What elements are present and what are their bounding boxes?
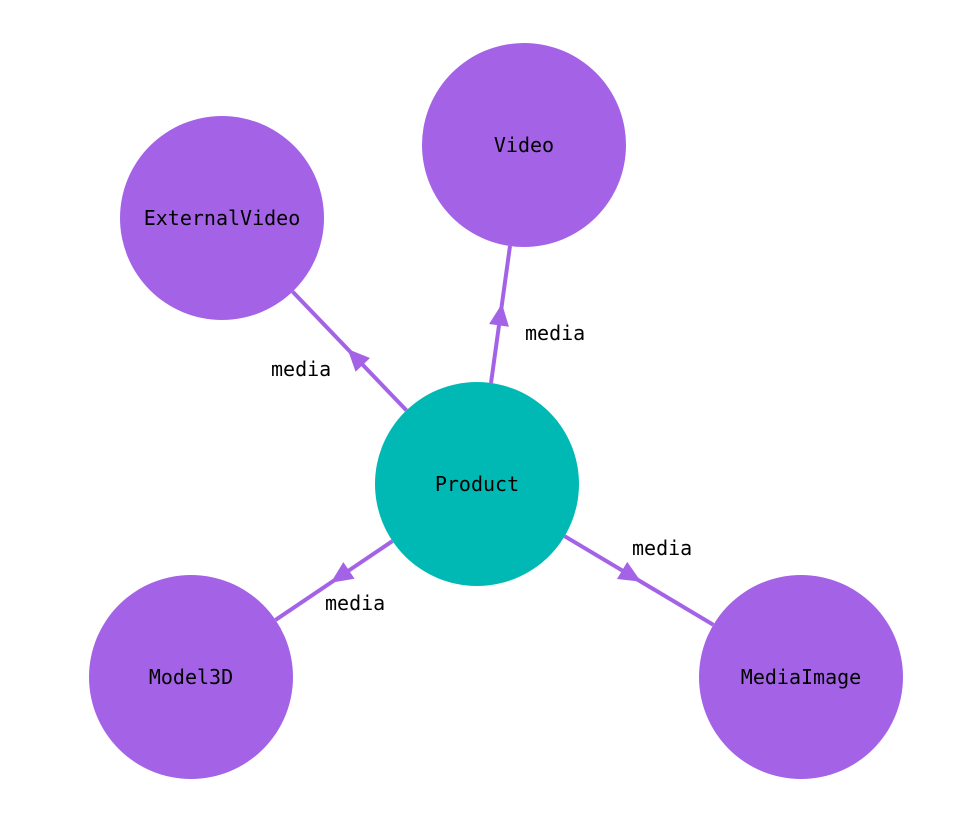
- arrowhead-icon: [347, 348, 371, 372]
- node-label: MediaImage: [741, 665, 861, 689]
- edge-label-model3d: media: [325, 591, 385, 615]
- arrowhead-icon: [330, 562, 355, 583]
- node-label: Video: [494, 133, 554, 157]
- node-label: Model3D: [149, 665, 233, 689]
- edge-label-video: media: [525, 321, 585, 345]
- node-circle[interactable]: [699, 575, 903, 779]
- node-label: Product: [435, 472, 519, 496]
- node-product[interactable]: Product: [375, 382, 579, 586]
- edges-layer: [274, 245, 715, 627]
- node-externalvideo[interactable]: ExternalVideo: [120, 116, 324, 320]
- arrowhead-icon: [489, 303, 509, 327]
- arrowhead-icon: [616, 561, 642, 582]
- edge-labels-layer: media media media media: [271, 321, 692, 615]
- node-video[interactable]: Video: [422, 43, 626, 247]
- node-circle[interactable]: [375, 382, 579, 586]
- node-model3d[interactable]: Model3D: [89, 575, 293, 779]
- node-mediaimage[interactable]: MediaImage: [699, 575, 903, 779]
- edge-label-mediaimage: media: [632, 536, 692, 560]
- node-circle[interactable]: [422, 43, 626, 247]
- node-label: ExternalVideo: [144, 206, 301, 230]
- edge-label-externalvideo: media: [271, 357, 331, 381]
- node-circle[interactable]: [89, 575, 293, 779]
- node-circle[interactable]: [120, 116, 324, 320]
